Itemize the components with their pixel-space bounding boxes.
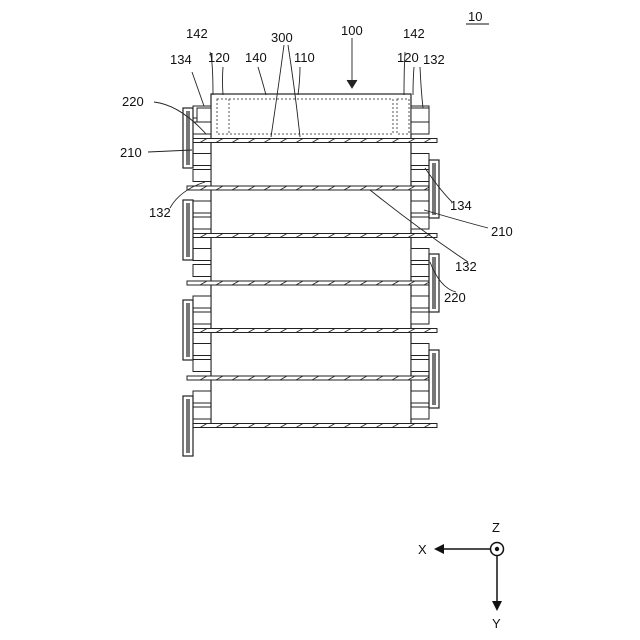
label-142-left: 142 xyxy=(186,26,208,41)
label-132-top: 132 xyxy=(423,52,445,67)
axis-y-label: Y xyxy=(492,616,501,631)
separator xyxy=(187,186,437,190)
separator-outline xyxy=(187,281,437,285)
separator xyxy=(187,234,437,238)
side-plate-right xyxy=(429,350,439,408)
cell-tab-left-upper xyxy=(193,249,211,261)
plate-inner xyxy=(432,163,436,215)
battery-cell xyxy=(211,237,411,282)
cell-tab-right-upper xyxy=(411,249,429,261)
separator xyxy=(187,424,437,428)
side-plate-left xyxy=(183,300,193,360)
top-terminal-left xyxy=(197,108,211,122)
cell-tab-left-upper xyxy=(193,296,211,308)
plate-inner xyxy=(186,203,190,257)
cell-stack xyxy=(211,94,411,424)
top-terminal-right xyxy=(411,108,429,122)
axis-x-label: X xyxy=(418,542,427,557)
label-132-right: 132 xyxy=(455,259,477,274)
plate-inner xyxy=(186,399,190,453)
label-120-left: 120 xyxy=(208,50,230,65)
label-210-right: 210 xyxy=(491,224,513,239)
battery-cell xyxy=(211,332,411,377)
cell-tab-left-lower xyxy=(193,407,211,419)
cell-tab-left-upper xyxy=(193,154,211,166)
label-220-left: 220 xyxy=(122,94,144,109)
cell-tab-left-lower xyxy=(193,265,211,277)
axis-indicator: Z X Y xyxy=(418,520,504,631)
cell-tab-left-upper xyxy=(193,391,211,403)
battery-cell xyxy=(211,379,411,424)
cell-tab-left-lower xyxy=(193,312,211,324)
label-134-top: 134 xyxy=(170,52,192,67)
label-220-right: 220 xyxy=(444,290,466,305)
separator xyxy=(187,376,437,380)
label-134-right: 134 xyxy=(450,198,472,213)
side-plate-right xyxy=(429,160,439,218)
separator-outline xyxy=(187,234,437,238)
cell-tab-right-lower xyxy=(411,407,429,419)
cell-tab-left-upper xyxy=(193,344,211,356)
cell-tab-right-lower xyxy=(411,170,429,182)
axis-z-label: Z xyxy=(492,520,500,535)
separator xyxy=(187,329,437,333)
label-142-right: 142 xyxy=(403,26,425,41)
separator-outline xyxy=(187,376,437,380)
separator-outline xyxy=(187,424,437,428)
label-140: 140 xyxy=(245,50,267,65)
battery-cell xyxy=(211,142,411,187)
cell-tab-right-upper xyxy=(411,296,429,308)
plate-inner xyxy=(432,257,436,309)
label-110: 110 xyxy=(294,50,315,65)
cell-tab-left-lower xyxy=(193,217,211,229)
cell-tab-right-lower xyxy=(411,360,429,372)
label-120-right: 120 xyxy=(397,50,419,65)
plate-inner xyxy=(186,111,190,165)
cell-tab-right-lower xyxy=(411,122,429,134)
separator-outline xyxy=(187,186,437,190)
plate-inner xyxy=(186,303,190,357)
battery-cell xyxy=(211,284,411,329)
cell-tab-right-upper xyxy=(411,391,429,403)
cell-tab-right-lower xyxy=(411,265,429,277)
separator-outline xyxy=(187,139,437,143)
side-plate-left xyxy=(183,396,193,456)
cell-tab-left-lower xyxy=(193,170,211,182)
axis-z-dot-icon xyxy=(495,547,499,551)
battery-cell xyxy=(211,189,411,234)
cell-tab-right-upper xyxy=(411,344,429,356)
separator xyxy=(187,281,437,285)
label-210-left: 210 xyxy=(120,145,142,160)
cell-tab-right-lower xyxy=(411,312,429,324)
axis-y-arrow-icon xyxy=(492,601,502,611)
separator-outline xyxy=(187,329,437,333)
label-300: 300 xyxy=(271,30,293,45)
label-132-left: 132 xyxy=(149,205,171,220)
cell-tab-right-upper xyxy=(411,154,429,166)
figure-number: 10 xyxy=(468,9,482,24)
battery-cell xyxy=(211,94,411,139)
axis-x-arrow-icon xyxy=(434,544,444,554)
cell-tab-left-lower xyxy=(193,360,211,372)
plate-inner xyxy=(432,353,436,405)
cell-tab-right-upper xyxy=(411,201,429,213)
cell-tab-right-lower xyxy=(411,217,429,229)
label-100: 100 xyxy=(341,23,363,38)
side-plate-left xyxy=(183,200,193,260)
separator xyxy=(187,139,437,143)
cell-tab-left-upper xyxy=(193,201,211,213)
